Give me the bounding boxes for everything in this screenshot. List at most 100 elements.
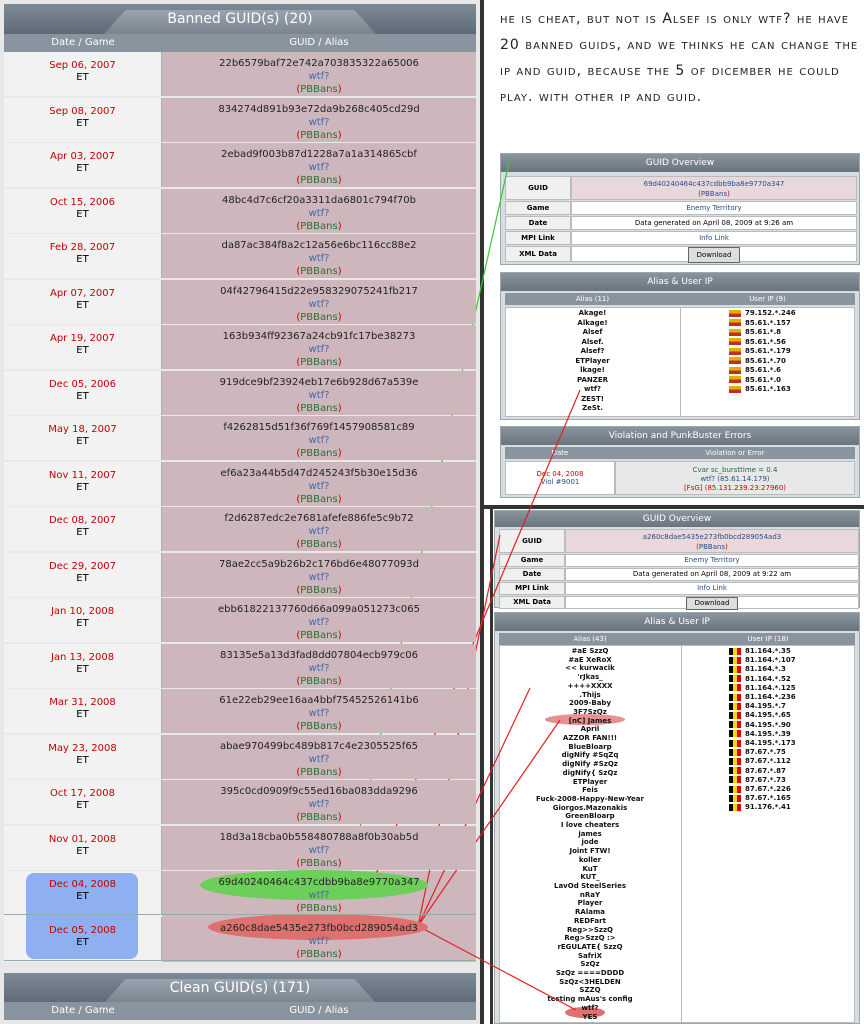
alias2-list: #aE SzzQ#aE XeRoX<< kurwacik'rJkas_++++X…	[499, 647, 681, 1021]
row-guid[interactable]: da87ac384f8a2c12a56e6bc116cc88e2	[221, 240, 417, 251]
pbbans2-link[interactable]: PBBans	[698, 543, 726, 551]
row-alias[interactable]: wtf?	[308, 662, 330, 674]
row-pbbans-link[interactable]: PBBans	[300, 903, 338, 914]
row-guid[interactable]: 48bc4d7c6cf20a3311da6801c794f70b	[222, 194, 416, 206]
row-pbbans-link[interactable]: PBBans	[300, 311, 338, 323]
row-alias[interactable]: wtf?	[308, 435, 330, 446]
violation-id[interactable]: Viol #9001	[540, 478, 580, 486]
row-pbbans-link[interactable]: PBBans	[300, 766, 338, 778]
row-date: Nov 01, 2008	[48, 833, 117, 845]
row-pbbans-link[interactable]: PBBans	[300, 448, 338, 459]
row-alias[interactable]: wtf?	[308, 799, 330, 810]
row-guid[interactable]: f2d6287edc2e7681afefe886fe5c9b72	[224, 513, 414, 524]
alias-item: Fuck-2008-Happy-New-Year	[536, 794, 644, 803]
row-alias[interactable]: wtf?	[308, 617, 330, 628]
ip-item: 91.176.*.41	[729, 803, 849, 812]
row-pbbans-link[interactable]: PBBans	[300, 584, 338, 596]
row-alias[interactable]: wtf?	[308, 389, 330, 401]
row-alias[interactable]: wtf?	[308, 526, 330, 537]
row-pbbans-link[interactable]: PBBans	[300, 84, 338, 95]
row-alias[interactable]: wtf?	[308, 207, 330, 219]
row-pbbans-link[interactable]: PBBans	[300, 948, 338, 960]
row-pbbans-link[interactable]: PBBans	[300, 857, 338, 869]
row-guid[interactable]: 163b934ff92367a24cb91fc17be38273	[222, 331, 416, 342]
row-alias[interactable]: wtf?	[308, 162, 330, 173]
alias1-title: Alias & User IP	[501, 273, 859, 291]
pbbans-link[interactable]: PBBans	[700, 190, 728, 198]
ip-item: 85.61.*.157	[729, 319, 849, 329]
row-alias[interactable]: wtf?	[308, 890, 330, 901]
row-alias[interactable]: wtf?	[308, 71, 330, 82]
row-guid[interactable]: ebb61822137760d66a099a051273c065	[217, 604, 420, 615]
ip-item: 81.164.*.107	[729, 656, 849, 665]
info-link[interactable]: Info Link	[571, 231, 857, 245]
row-pbbans-link[interactable]: PBBans	[300, 175, 338, 186]
row-pbbans-link[interactable]: PBBans	[300, 493, 338, 505]
guid-highlight-red	[208, 914, 428, 940]
row-pbbans-link[interactable]: PBBans	[300, 812, 338, 823]
xml-label: XML Data	[505, 246, 571, 262]
alias-item: SZZQ	[579, 986, 601, 995]
row-alias[interactable]: wtf?	[308, 753, 330, 765]
row-pbbans-link[interactable]: PBBans	[300, 357, 338, 368]
row-pbbans-link[interactable]: PBBans	[300, 220, 338, 232]
row-pbbans-link[interactable]: PBBans	[300, 129, 338, 141]
row-guid[interactable]: 18d3a18cba0b558480788a8f0b30ab5d	[219, 831, 419, 843]
alias-item: REDFart	[574, 916, 606, 925]
row-pbbans-link[interactable]: PBBans	[300, 675, 338, 687]
row-alias[interactable]: wtf?	[308, 253, 330, 264]
flag-icon	[729, 702, 741, 710]
alias-item: nRaY	[579, 890, 601, 899]
row-alias[interactable]: wtf?	[308, 935, 330, 947]
row-guid[interactable]: 78ae2cc5a9b26b2c176bd6e48077093d	[218, 558, 420, 570]
divider	[480, 0, 484, 1024]
row-alias[interactable]: wtf?	[308, 116, 330, 128]
flag-icon	[729, 730, 741, 738]
row-pbbans-link[interactable]: PBBans	[300, 539, 338, 550]
row-pbbans-link[interactable]: PBBans	[300, 630, 338, 641]
row-guid[interactable]: a260c8dae5435e273fb0bcd289054ad3	[220, 922, 418, 934]
row-alias[interactable]: wtf?	[308, 571, 330, 583]
row-alias[interactable]: wtf?	[308, 708, 330, 719]
row-guid[interactable]: 61e22eb29ee16aa4bbf75452526141b6	[219, 695, 419, 706]
row-alias[interactable]: wtf?	[308, 844, 330, 856]
row-guid[interactable]: 04f42796415d22e958329075241fb217	[220, 285, 418, 297]
alias-item: AZZOR FAN!!!	[562, 734, 618, 743]
row-pbbans-link[interactable]: PBBans	[300, 266, 338, 277]
row-guid[interactable]: 69d40240464c437cdbb9ba8e9770a347	[218, 877, 420, 888]
alias-item: 3F7SzQz	[573, 707, 607, 716]
row-alias[interactable]: wtf?	[308, 298, 330, 310]
alias-item: lkage!	[580, 366, 605, 374]
info2-link[interactable]: Info Link	[565, 582, 859, 595]
row-alias[interactable]: wtf?	[308, 480, 330, 492]
row-pbbans-link[interactable]: PBBans	[300, 402, 338, 414]
alias-item: Feis	[582, 786, 598, 795]
row-guid[interactable]: 834274d891b93e72da9b268c405cd29d	[218, 103, 420, 115]
row-game: ET	[76, 754, 89, 766]
divider	[484, 505, 864, 509]
row-guid[interactable]: abae970499bc489b817c4e2305525f65	[219, 740, 419, 752]
banned-guid-panel: Banned GUID(s) (20) Date / Game GUID / A…	[0, 0, 480, 1024]
row-pbbans-link[interactable]: PBBans	[300, 721, 338, 732]
download2-button[interactable]: Download	[685, 597, 739, 610]
row-guid[interactable]: 83135e5a13d3fad8dd07804ecb979c06	[219, 649, 419, 661]
row-alias[interactable]: wtf?	[308, 344, 330, 355]
row-guid[interactable]: 395c0cd0909f9c55ed16ba083dda9296	[220, 786, 418, 797]
row-guid[interactable]: 2ebad9f003b87d1228a7a1a314865cbf	[221, 149, 417, 160]
row-guid[interactable]: f4262815d51f36f769f1457908581c89	[223, 422, 415, 433]
download-button[interactable]: Download	[687, 247, 741, 263]
alias-item: wtf?	[584, 385, 601, 393]
row-guid[interactable]: 919dce9bf23924eb17e6b928d67a539e	[219, 376, 419, 388]
row-guid[interactable]: 22b6579baf72e742a703835322a65006	[219, 58, 419, 69]
row-guid[interactable]: ef6a23a44b5d47d245243f5b30e15d36	[220, 467, 418, 479]
